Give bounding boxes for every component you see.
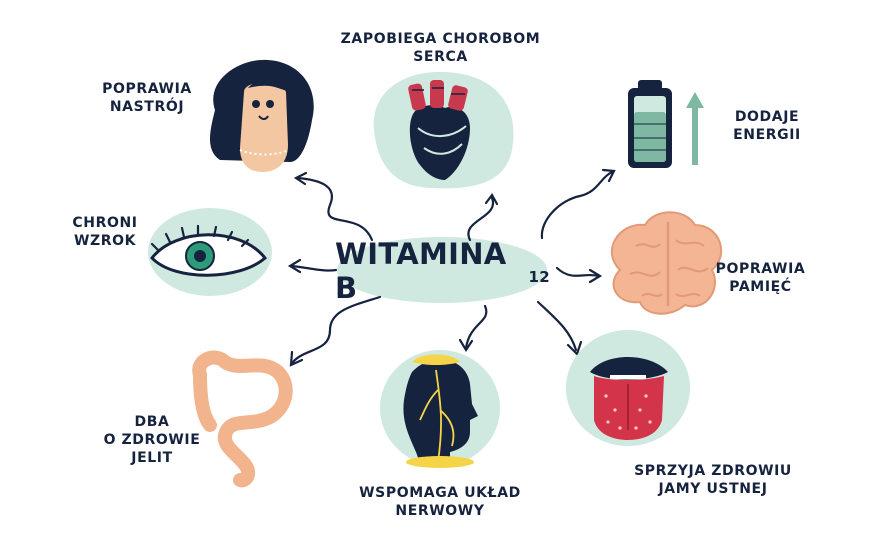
arrow-eyes — [290, 264, 338, 272]
arrowhead-energy — [601, 168, 616, 183]
woman-face-icon — [210, 59, 314, 172]
arrow-nerves — [464, 304, 488, 350]
center-title-text: WITAMINA B — [335, 237, 507, 305]
arrowhead-gut — [289, 350, 304, 367]
arrowhead-mouth — [566, 340, 583, 357]
label-memory: POPRAWIA PAMIĘĆ — [715, 261, 806, 295]
arrowhead-heart — [484, 192, 499, 206]
connectors — [287, 168, 616, 367]
heart-icon — [373, 71, 514, 189]
arrow-energy — [540, 170, 614, 240]
tongue-icon — [566, 330, 690, 446]
arrow-mouth — [536, 300, 578, 352]
intestine-icon — [192, 350, 293, 488]
label-mouth: SPRZYJA ZDROWIU JAMY USTNEJ — [634, 463, 792, 497]
arrow-mood — [296, 176, 374, 242]
label-gut: DBA O ZDROWIE JELIT — [103, 414, 201, 466]
arrowhead-eyes — [287, 258, 302, 274]
arrow-gut — [291, 295, 382, 364]
label-energy: DODAJE ENERGII — [733, 109, 801, 143]
center-blob — [337, 237, 547, 303]
brain-icon — [610, 211, 723, 315]
arrowhead-mood — [293, 171, 308, 186]
center-title: WITAMINA B 12 — [335, 237, 550, 305]
nervous-head-icon — [380, 350, 500, 468]
label-heart: ZAPOBIEGA CHOROBOM SERCA — [340, 31, 541, 65]
label-eyes: CHRONI WZROK — [72, 215, 138, 249]
arrow-heart — [467, 196, 495, 242]
label-mood: POPRAWIA NASTRÓJ — [102, 81, 192, 115]
arrow-memory — [555, 266, 600, 278]
arrowhead-memory — [588, 268, 603, 284]
center-title-subscript: 12 — [528, 268, 550, 286]
arrowhead-nerves — [458, 338, 474, 353]
battery-icon — [628, 80, 704, 168]
label-nerves: WSPOMAGA UKŁAD NERWOWY — [359, 485, 521, 519]
eye-icon — [148, 208, 272, 296]
